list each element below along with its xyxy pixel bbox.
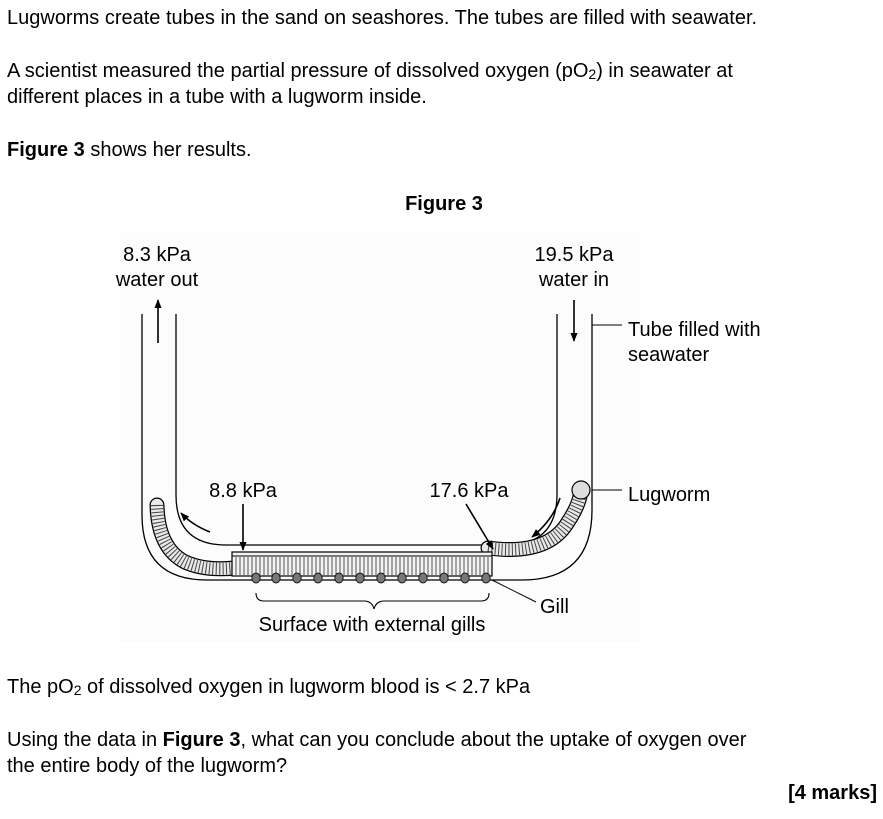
tube-outer-wall [141,314,593,581]
gill-surface-brace [255,592,490,610]
tube-label-line-1: Tube filled with [628,319,761,341]
intro-line-2-end: ) in seawater at [596,60,733,82]
lugworm-body-left [149,497,243,577]
figure-reference-rest: shows her results. [84,139,252,161]
gill [334,572,344,584]
figure-reference-bold: Figure 3 [7,139,85,161]
intro-line-2-start: A scientist measured the partial pressur… [7,60,589,82]
gill [397,572,407,584]
gill [481,572,491,584]
gill [292,572,302,584]
gill [271,572,281,584]
gill [418,572,428,584]
water-out-label: water out [115,269,199,291]
water-out-value: 8.3 kPa [123,244,192,266]
gill [313,572,323,584]
subscript-2: 2 [73,682,82,698]
lugworm-gill-section [231,551,493,584]
question-end: , what can you conclude about the uptake… [240,729,747,751]
intro-line-1: Lugworms create tubes in the sand on sea… [7,7,758,29]
lugworm-head [571,480,591,500]
flow-arrow-left [180,512,211,533]
water-in-value: 19.5 kPa [535,244,615,266]
gill [439,572,449,584]
gill [376,572,386,584]
marks-label: [4 marks] [788,782,877,804]
tube-label-line-2: seawater [628,344,709,366]
question-line-2: the entire body of the lugworm? [7,755,288,777]
tube-inner-wall [175,314,558,546]
question-line-1: Using the data in Figure 3, what can you… [7,728,746,753]
surface-gills-label: Surface with external gills [259,614,486,636]
blood-po2-statement: The pO2 of dissolved oxygen in lugworm b… [7,675,530,700]
question-figure-ref: Figure 3 [162,729,241,751]
lugworm-label: Lugworm [628,484,710,506]
subscript-2: 2 [588,66,597,82]
lugworm-body-right [480,482,589,558]
flow-arrow-right [531,497,561,538]
intro-line-2: A scientist measured the partial pressur… [7,59,733,84]
water-in-label: water in [538,269,609,291]
figure-reference: Figure 3 shows her results. [7,138,252,163]
question-start: Using the data in [7,729,163,751]
right-mid-value: 17.6 kPa [430,480,510,502]
left-mid-value: 8.8 kPa [209,480,278,502]
gill [355,572,365,584]
gill [251,572,261,584]
blood-po2-start: The pO [7,676,74,698]
right-mid-arrow [465,503,494,550]
blood-po2-end: of dissolved oxygen in lugworm blood is … [81,676,531,698]
gill-label: Gill [540,596,569,618]
gill [460,572,470,584]
gill-leader-line [491,579,537,603]
figure-title: Figure 3 [405,193,483,215]
intro-line-3: different places in a tube with a lugwor… [7,86,427,108]
